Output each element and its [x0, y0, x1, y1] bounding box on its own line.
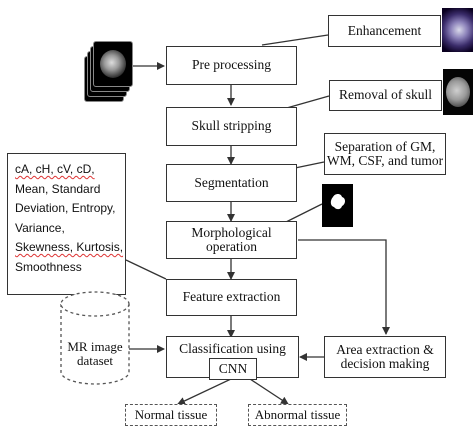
pre-processing-box: Pre processing	[166, 46, 297, 85]
arrow-morphological-to-area-extraction	[298, 239, 390, 335]
abnormal-tissue-box: Abnormal tissue	[248, 404, 347, 426]
removal-of-skull-box: Removal of skull	[329, 80, 442, 111]
segmentation-box: Segmentation	[166, 164, 297, 202]
normal-tissue-box: Normal tissue	[125, 404, 217, 426]
callout-tail-features	[125, 259, 167, 280]
feature-list-box: cA, cH, cV, cD, Mean, Standard Deviation…	[7, 153, 126, 295]
enhancement-label: Enhancement	[347, 22, 422, 38]
dataset-label: MR image dataset	[59, 339, 131, 369]
abnormal-tissue-label: Abnormal tissue	[254, 407, 341, 423]
cnn-label: CNN	[218, 360, 248, 376]
feature-line: Smoothness	[15, 259, 82, 274]
removal-of-skull-label: Removal of skull	[339, 87, 432, 103]
separation-box: Separation of GM, WM, CSF, and tumor	[324, 133, 446, 175]
feature-line: Variance,	[15, 220, 65, 235]
feature-extraction-box: Feature extraction	[166, 279, 297, 316]
mr-image-dataset-cylinder	[60, 291, 130, 385]
morphological-label-line2: operation	[206, 239, 257, 254]
pre-processing-label: Pre processing	[191, 57, 272, 73]
feature-line: Mean, Standard	[15, 181, 101, 196]
segmentation-label: Segmentation	[194, 174, 269, 190]
arrow-cnn-to-normal	[177, 378, 232, 405]
tumor-mask-thumbnail-icon	[322, 184, 353, 227]
callout-tail-enhancement	[261, 34, 329, 46]
enhancement-box: Enhancement	[328, 15, 441, 47]
feature-line: Deviation, Entropy,	[15, 201, 116, 215]
area-extraction-label-line1: Area extraction &	[336, 341, 434, 357]
dataset-label-line2: dataset	[76, 353, 114, 369]
area-extraction-box: Area extraction & decision making	[324, 336, 446, 378]
morphological-label-line1: Morphological	[191, 224, 272, 240]
skull-stripping-box: Skull stripping	[166, 107, 297, 146]
skull-removed-thumbnail-icon	[443, 69, 473, 115]
enhanced-mri-thumbnail-icon	[442, 8, 473, 52]
cnn-box: CNN	[209, 358, 257, 380]
dataset-label-line1: MR image	[67, 339, 123, 354]
skull-stripping-label: Skull stripping	[191, 118, 272, 134]
area-extraction-label-line2: decision making	[340, 356, 430, 371]
arrow-cnn-to-abnormal	[249, 378, 289, 405]
mri-slice-stack-icon	[84, 40, 133, 102]
classification-label: Classification using	[179, 341, 286, 356]
separation-label-line2: WM, CSF, and tumor	[326, 153, 444, 168]
separation-label-line1: Separation of GM,	[334, 138, 436, 154]
feature-line: cA, cH, cV, cD,	[15, 162, 95, 176]
feature-extraction-label: Feature extraction	[182, 289, 281, 305]
normal-tissue-label: Normal tissue	[134, 407, 208, 423]
morphological-operation-box: Morphological operation	[166, 221, 297, 259]
feature-line: Skewness, Kurtosis,	[15, 240, 124, 254]
